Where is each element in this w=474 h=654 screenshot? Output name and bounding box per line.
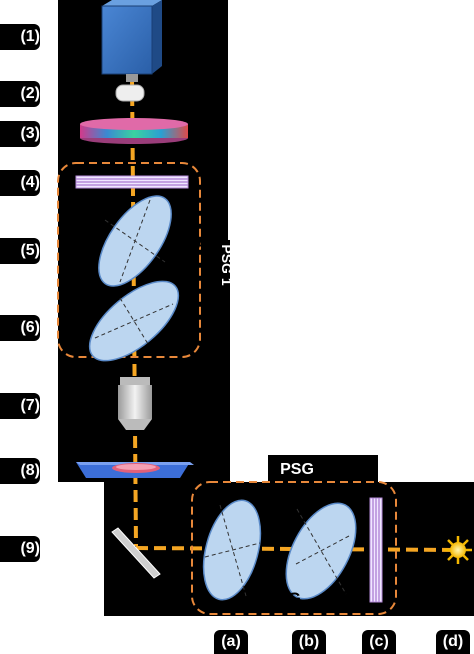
column-marker-c: (c) xyxy=(362,630,396,654)
spectral-filter-icon xyxy=(80,118,188,144)
light-source-icon xyxy=(444,536,472,564)
psa-lower-label: PSA xyxy=(63,280,100,300)
objective-lens-icon xyxy=(118,377,152,430)
side-black-strip xyxy=(200,240,230,482)
psg-lens-right-icon xyxy=(285,502,357,600)
psa-upper-label: PSA xyxy=(171,234,208,254)
column-marker-a: (a) xyxy=(214,630,248,654)
column-marker-b: (b) xyxy=(292,630,326,654)
sample-stage-icon xyxy=(76,462,194,478)
row-marker-7: (7) xyxy=(0,393,40,419)
row-marker-3: (3) xyxy=(0,121,40,147)
psg-top-label: PSG xyxy=(280,461,314,478)
psa-waveplate-icon xyxy=(75,175,189,189)
psg-label-panel xyxy=(268,455,378,485)
side-fragment-label: PSG 1 xyxy=(219,244,235,285)
column-marker-d: (d) xyxy=(436,630,470,654)
row-marker-2: (2) xyxy=(0,81,40,107)
row-marker-8: (8) xyxy=(0,458,40,484)
tube-lens-icon xyxy=(115,84,145,102)
psg-waveplate-icon xyxy=(369,497,383,603)
row-marker-4: (4) xyxy=(0,170,40,196)
psg-lens-left-icon xyxy=(202,499,262,601)
row-marker-1: (1) xyxy=(0,24,40,50)
psa-lens-lower-icon xyxy=(88,280,180,362)
mirror-icon xyxy=(111,527,161,579)
camera-icon xyxy=(101,0,162,82)
psa-lens-upper-icon xyxy=(98,195,172,287)
psa-dashed-box xyxy=(57,162,201,358)
psg-dashed-box xyxy=(191,481,397,615)
row-marker-6: (6) xyxy=(0,315,40,341)
row-marker-5: (5) xyxy=(0,238,40,264)
row-marker-9: (9) xyxy=(0,536,40,562)
psg-bottom-label: PSG xyxy=(265,589,301,608)
